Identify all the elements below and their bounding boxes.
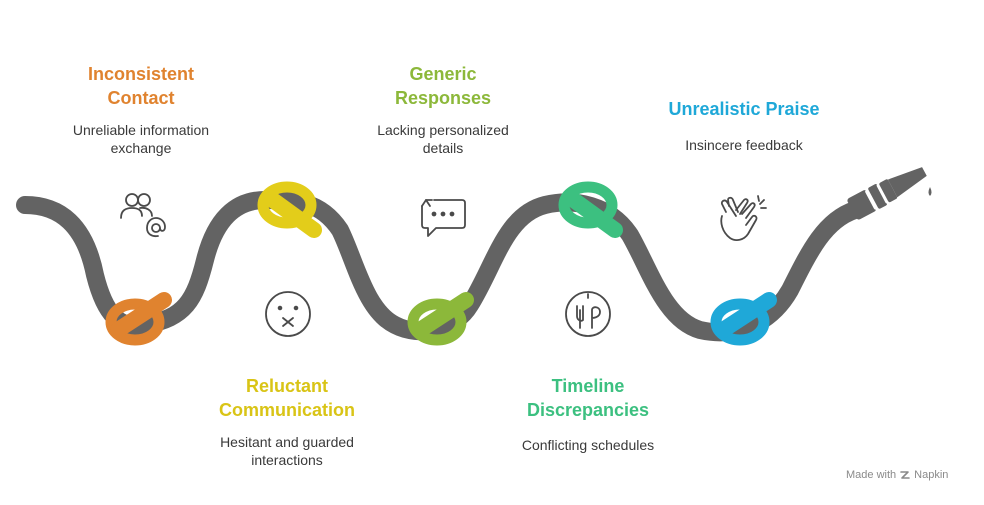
knot-unrealistic-praise — [710, 292, 777, 346]
knot-timeline-discrepancies — [558, 181, 623, 238]
stage-description: Lacking personalized details — [377, 122, 509, 156]
napkin-logo-icon — [900, 471, 910, 479]
chat-refresh-icon — [421, 199, 466, 237]
stage-description: Insincere feedback — [685, 137, 803, 153]
stage-title: Timeline Discrepancies — [526, 376, 650, 420]
hose-nozzle-icon — [847, 167, 932, 220]
watermark-brand: Napkin — [914, 469, 949, 481]
stage-description: Unreliable information exchange — [72, 122, 210, 156]
hose-line — [16, 190, 864, 342]
stage-title: Unrealistic Praise — [668, 99, 820, 119]
stage-description: Hesitant and guarded interactions — [220, 434, 354, 468]
users-at-icon — [120, 193, 166, 238]
stage-title: Inconsistent Contact — [87, 64, 194, 108]
stage-title: Generic Responses — [394, 64, 492, 108]
watermark-prefix: Made with — [846, 469, 897, 481]
watermark: Made with Napkin — [846, 469, 948, 481]
clapping-hands-icon — [720, 195, 767, 241]
knot-inconsistent-contact — [105, 292, 172, 346]
knot-generic-responses — [407, 292, 474, 346]
knot-reluctant-communication — [257, 181, 322, 238]
sad-face-icon — [265, 291, 311, 337]
clock-icon — [565, 291, 611, 337]
stage-title: Reluctant Communication — [218, 376, 355, 420]
stage-description: Conflicting schedules — [521, 437, 655, 453]
